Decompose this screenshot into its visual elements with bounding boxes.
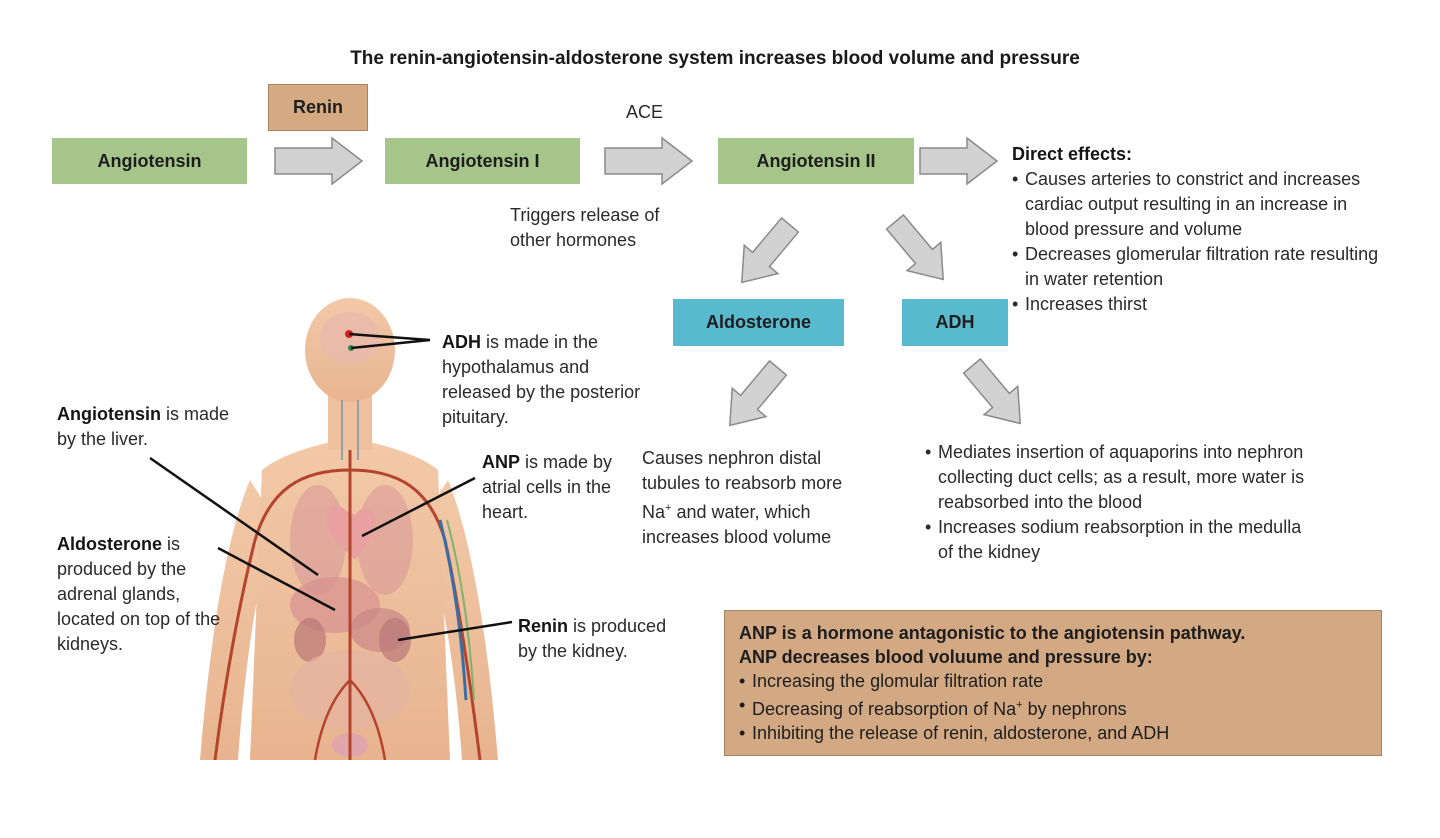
adh-effect-item: Mediates insertion of aquaporins into ne… [925, 440, 1315, 515]
anp-list: Increasing the glomular filtration rate … [739, 669, 1367, 745]
angiotensin-body-label: Angiotensin is made by the liver. [57, 404, 230, 449]
anp-item: Increasing the glomular filtration rate [739, 669, 1367, 693]
direct-effect-item: Decreases glomerular filtration rate res… [1012, 242, 1384, 292]
anp-heading-1: ANP is a hormone antagonistic to the ang… [739, 623, 1246, 643]
ace-label: ACE [626, 102, 664, 122]
adh-body-label: ADH is made in the hypothalamus and rele… [442, 332, 641, 427]
arrow-angiotensin-i-to-angiotensin-ii [604, 136, 694, 186]
adh-effects-list: Mediates insertion of aquaporins into ne… [925, 440, 1315, 565]
angiotensin-box: Angiotensin [52, 138, 247, 184]
adh-effect-item: Increases sodium reabsorption in the med… [925, 515, 1315, 565]
renin-box: Renin [268, 84, 368, 131]
aldosterone-body-label: Aldosterone is produced by the adrenal g… [57, 534, 221, 654]
arrow-angiotensin-ii-to-aldosterone [740, 216, 800, 284]
direct-effect-item: Increases thirst [1012, 292, 1384, 317]
adh-leader-line [348, 332, 431, 350]
aldosterone-effect: Causes nephron distal tubules to reabsor… [642, 448, 843, 547]
direct-effects-heading: Direct effects: [1012, 144, 1133, 164]
arrow-adh-to-effect [962, 357, 1022, 425]
anp-item: Decreasing of reabsorption of Na+ by nep… [739, 693, 1367, 721]
renin-leader-line [397, 620, 513, 642]
arrow-angiotensin-to-angiotensin-i [274, 136, 364, 186]
renin-body-label: Renin is produced by the kidney. [518, 616, 667, 661]
anp-info-box: ANP is a hormone antagonistic to the ang… [724, 610, 1382, 756]
angiotensin-ii-box: Angiotensin II [718, 138, 914, 184]
adh-box: ADH [902, 299, 1008, 346]
human-body-illustration [200, 298, 498, 761]
adh-effects: Mediates insertion of aquaporins into ne… [925, 440, 1315, 565]
anp-heading-2: ANP decreases blood voluume and pressure… [739, 647, 1153, 667]
aldosterone-leader-line [217, 546, 336, 612]
direct-effects: Direct effects: Causes arteries to const… [1012, 142, 1384, 317]
arrow-angiotensin-ii-to-adh [885, 213, 945, 281]
aldosterone-box: Aldosterone [673, 299, 844, 346]
angiotensin-leader-line [149, 456, 319, 577]
diagram-title: The renin-angiotensin-aldosterone system… [350, 48, 1080, 69]
anp-body-label: ANP is made by atrial cells in the heart… [482, 452, 613, 522]
direct-effects-list: Causes arteries to constrict and increas… [1012, 167, 1384, 317]
angiotensin-i-box: Angiotensin I [385, 138, 580, 184]
triggers-label: Triggers release of other hormones [510, 205, 660, 250]
direct-effect-item: Causes arteries to constrict and increas… [1012, 167, 1384, 242]
anp-leader-line [361, 476, 476, 538]
arrow-aldosterone-to-effect [728, 359, 788, 427]
anp-item: Inhibiting the release of renin, aldoste… [739, 721, 1367, 745]
arrow-angiotensin-ii-to-direct-effects [919, 136, 999, 186]
